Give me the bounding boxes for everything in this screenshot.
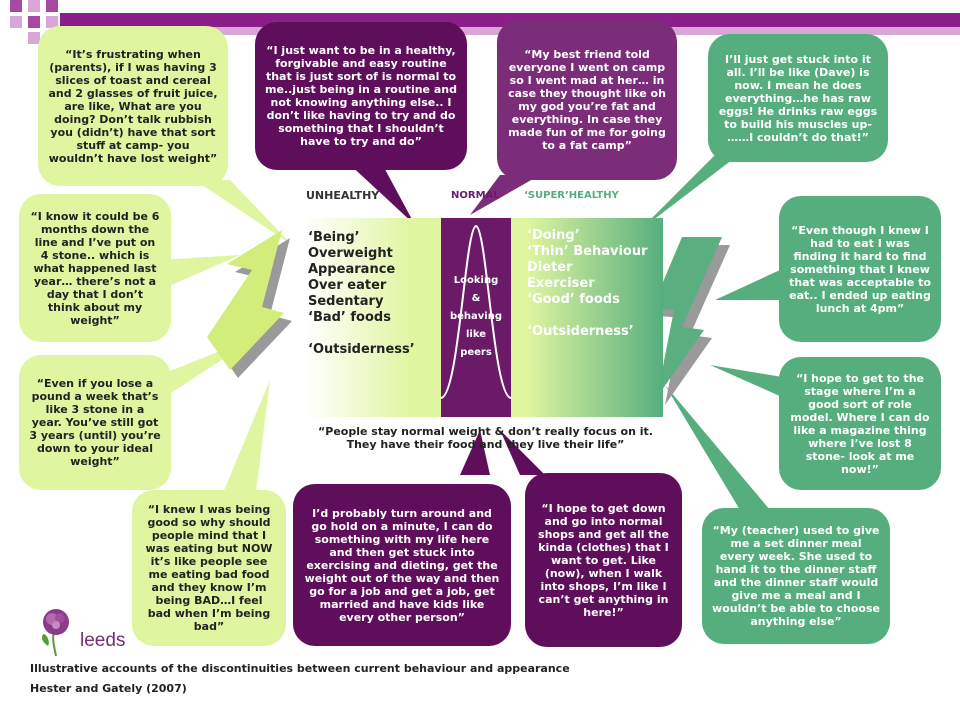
caption: Illustrative accounts of the discontinui… [30, 662, 570, 675]
unhealthy-item [308, 326, 438, 342]
superhealthy-item: Exerciser [527, 276, 595, 291]
unhealthy-item: ‘Being’ [308, 230, 360, 245]
quote-bubble-teacher: “My (teacher) used to give me a set dinn… [702, 508, 890, 644]
normal-item: like [465, 329, 487, 340]
quote-bubble-lunch: “Even though I knew I had to eat I was f… [779, 196, 941, 342]
citation: Hester and Gately (2007) [30, 682, 187, 695]
superhealthy-item: ‘Outsiderness’ [527, 324, 634, 339]
normal-item: behaving [449, 311, 503, 322]
corner-squares [0, 0, 80, 50]
unhealthy-label: UNHEALTHY [306, 189, 380, 202]
bottom-quote: “People stay normal weight & don’t reall… [318, 425, 653, 451]
quote-bubble-best-friend: “My best friend told everyone I went on … [497, 20, 677, 180]
unhealthy-item: Over eater [308, 278, 387, 293]
quote-bubble-shops: “I hope to get down and go into normal s… [525, 473, 682, 647]
quote-bubble-raw-eggs: I’ll just get stuck into it all. I’ll be… [708, 34, 888, 162]
normal-list: Looking & behaving like peers [441, 272, 511, 362]
unhealthy-list: ‘Being’ Overweight Appearance Over eater… [308, 230, 438, 358]
superhealthy-list: ‘Doing’ ‘Thin’ Behaviour Dieter Exercise… [527, 228, 661, 340]
normal-item: Looking [453, 275, 499, 286]
quote-bubble-six-months: “I know it could be 6 months down the li… [19, 194, 171, 342]
logo-text: leeds met [80, 630, 130, 651]
superhealthy-label: ‘SUPER’HEALTHY [524, 190, 619, 201]
quote-bubble-being-bad: “I knew I was being good so why should p… [132, 490, 286, 646]
quote-bubble-pound-a-week: “Even if you lose a pound a week that’s … [19, 355, 171, 490]
superhealthy-item: ‘Doing’ [527, 228, 580, 243]
unhealthy-item: ‘Outsiderness’ [308, 342, 415, 357]
quote-bubble-routine: “I just want to be in a healthy, forgiva… [255, 22, 467, 170]
bell-curve [441, 224, 511, 399]
normal-item: peers [460, 347, 492, 358]
superhealthy-item [527, 308, 661, 324]
quote-bubble-role-model: “I hope to get to the stage where I’m a … [779, 357, 941, 490]
unhealthy-item: Overweight [308, 246, 393, 261]
normal-item: & [471, 293, 481, 304]
superhealthy-item: Dieter [527, 260, 573, 275]
quote-bubble-parents: “It’s frustrating when (parents), if I w… [38, 26, 228, 186]
unhealthy-item: Appearance [308, 262, 396, 277]
normal-column [441, 218, 511, 417]
unhealthy-item: ‘Bad’ foods [308, 310, 391, 325]
rose-logo-icon [41, 609, 69, 657]
normal-label: NORMAL [451, 190, 500, 201]
quote-bubble-life-plan: I’d probably turn around and go hold on … [293, 484, 511, 646]
superhealthy-item: ‘Good’ foods [527, 292, 620, 307]
superhealthy-item: ‘Thin’ Behaviour [527, 244, 648, 259]
unhealthy-item: Sedentary [308, 294, 384, 309]
